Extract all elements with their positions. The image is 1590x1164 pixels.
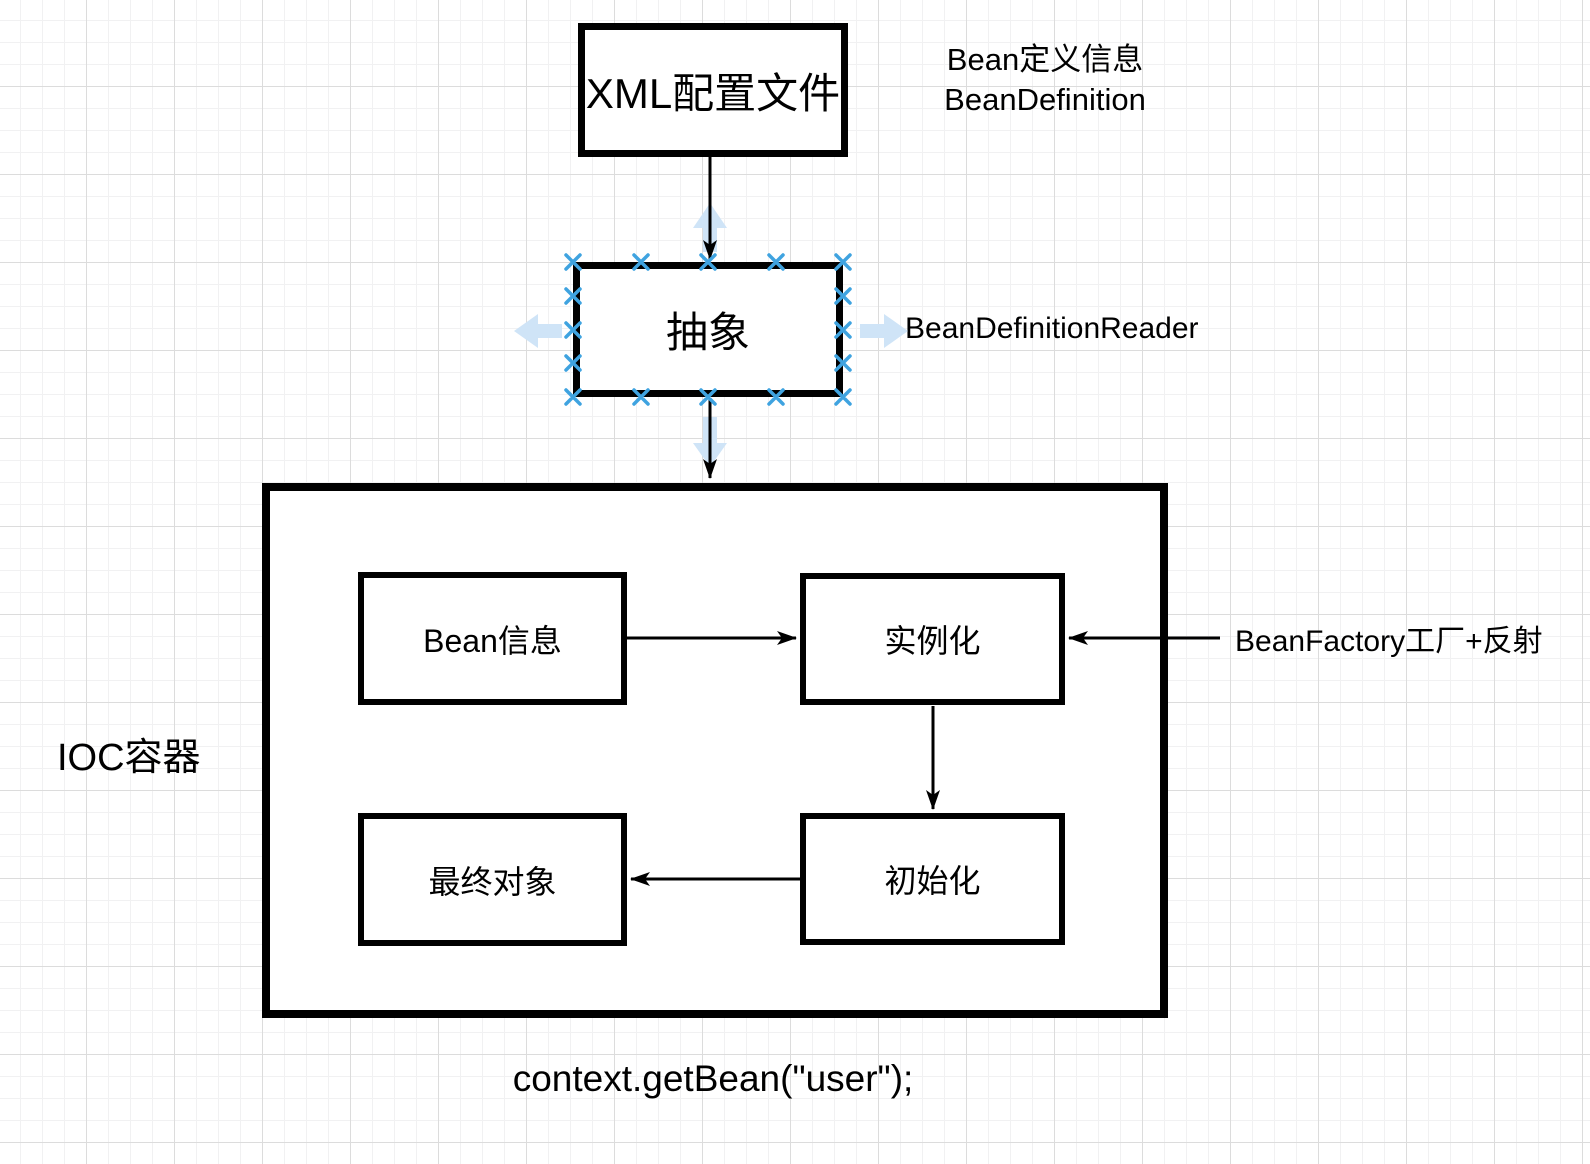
node-abstract-label: 抽象 <box>665 309 750 356</box>
node-bean-info[interactable]: Bean信息 <box>358 572 627 705</box>
node-final-object-label: 最终对象 <box>428 863 557 900</box>
label-bean-definition-line2: BeanDefinition <box>944 82 1146 117</box>
node-initialize[interactable]: 初始化 <box>800 813 1065 945</box>
node-xml-config-label: XML配置文件 <box>585 69 841 117</box>
connection-point-icons[interactable] <box>564 253 852 406</box>
node-xml-config[interactable]: XML配置文件 <box>578 23 848 157</box>
node-final-object[interactable]: 最终对象 <box>358 813 627 946</box>
direction-arrow-right-icon[interactable] <box>860 314 908 348</box>
label-bean-factory[interactable]: BeanFactory工厂+反射 <box>1235 625 1543 658</box>
label-getbean-code[interactable]: context.getBean("user"); <box>512 1058 914 1099</box>
node-bean-info-label: Bean信息 <box>423 622 562 659</box>
node-instantiate-label: 实例化 <box>884 623 981 659</box>
connectors[interactable] <box>627 157 1220 886</box>
node-initialize-label: 初始化 <box>884 863 981 899</box>
label-bean-definition[interactable]: Bean定义信息 BeanDefinition <box>895 40 1195 120</box>
label-ioc-container[interactable]: IOC容器 <box>57 737 201 779</box>
node-instantiate[interactable]: 实例化 <box>800 573 1065 705</box>
connection-points[interactable] <box>564 253 852 406</box>
node-abstract[interactable]: 抽象 <box>573 262 843 397</box>
label-bean-definition-reader[interactable]: BeanDefinitionReader <box>905 312 1199 345</box>
label-bean-definition-line1: Bean定义信息 <box>946 42 1144 77</box>
direction-arrow-left-icon[interactable] <box>514 314 562 348</box>
